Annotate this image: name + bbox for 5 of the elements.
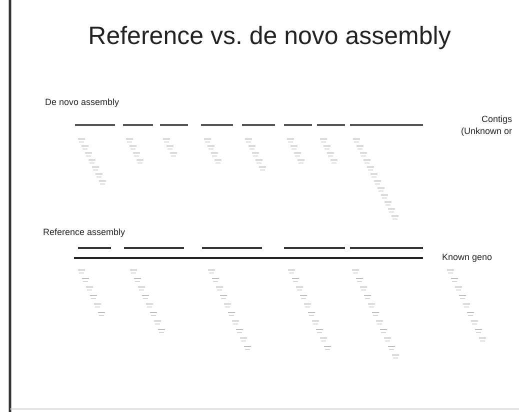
section-heading: De novo assembly [45,97,120,107]
side-label: Contigs (Unknown or [460,113,512,137]
section-heading: Reference assembly [43,227,126,237]
side-label: Known geno [442,252,492,262]
slide-title: Reference vs. de novo assembly [87,22,452,51]
